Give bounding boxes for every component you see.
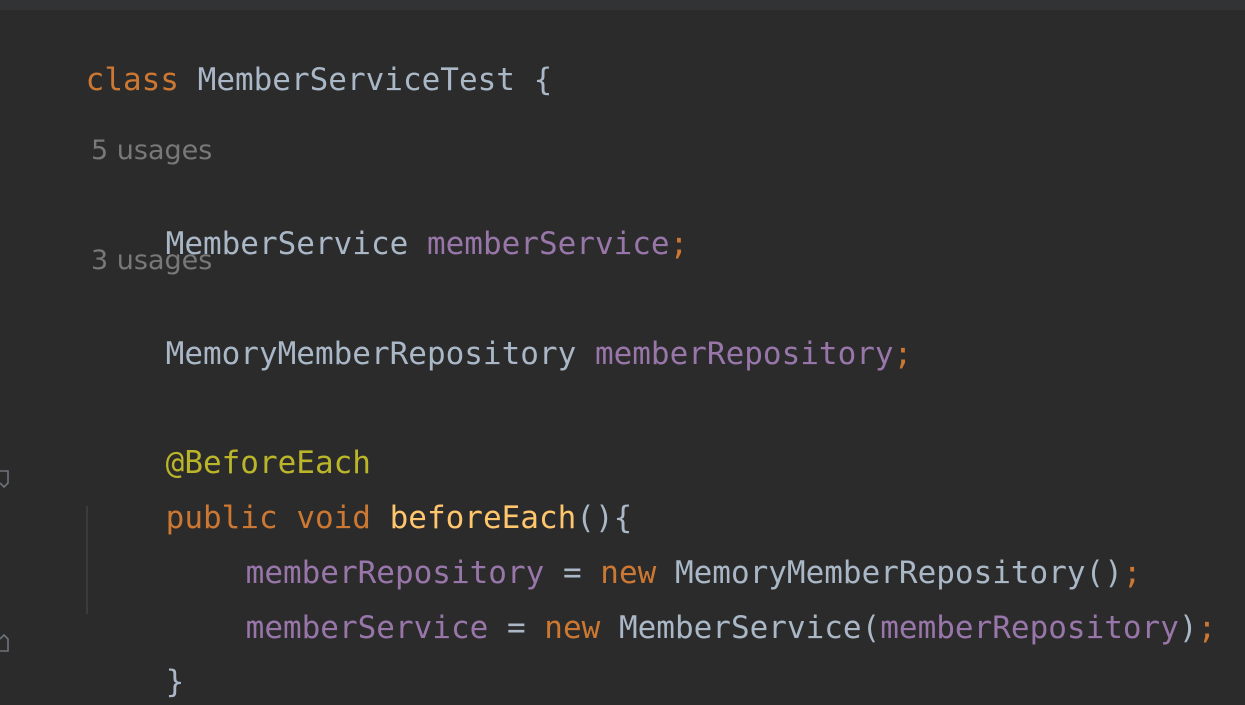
assign-operator: =	[544, 555, 601, 591]
method-parens-brace: (){	[576, 500, 633, 536]
indent-guide	[86, 506, 88, 614]
keyword-public: public	[165, 500, 278, 536]
method-name: beforeEach	[389, 500, 577, 536]
semicolon: ;	[1197, 610, 1217, 646]
open-brace: {	[533, 62, 553, 98]
close-paren: )	[1178, 610, 1198, 646]
assign-operator: =	[488, 610, 545, 646]
close-brace: }	[165, 664, 185, 700]
field-reference: memberService	[245, 610, 489, 646]
field-name: memberRepository	[594, 336, 894, 372]
constructor-call: MemoryMemberRepository()	[674, 555, 1123, 591]
code-line-member-repository-field[interactable]: MemoryMemberRepository memberRepository;	[91, 294, 913, 372]
code-line-member-service-field[interactable]: MemberService memberService;	[91, 184, 689, 262]
type-name: MemberService	[165, 226, 409, 262]
fold-end-gutter-icon[interactable]	[0, 632, 10, 654]
code-line-service-assignment[interactable]: memberService = new MemberService(member…	[171, 568, 1217, 646]
editor-top-strip	[0, 0, 1245, 10]
code-line-method-signature[interactable]: public void beforeEach(){	[91, 458, 633, 536]
keyword-new: new	[544, 610, 601, 646]
semicolon: ;	[1122, 555, 1142, 591]
type-name: MemoryMemberRepository	[165, 336, 577, 372]
keyword-new: new	[600, 555, 657, 591]
semicolon: ;	[669, 226, 689, 262]
annotation-before-each: @BeforeEach	[165, 445, 371, 481]
class-name: MemberServiceTest	[197, 62, 515, 98]
code-line-class-declaration[interactable]: class MemberServiceTest {	[11, 20, 553, 98]
constructor-argument: memberRepository	[880, 610, 1179, 646]
field-name: memberService	[426, 226, 670, 262]
method-override-gutter-icon[interactable]	[0, 468, 10, 490]
keyword-void: void	[296, 500, 371, 536]
keyword-class: class	[85, 62, 179, 98]
usages-hint[interactable]: 5 usages	[91, 135, 213, 166]
semicolon: ;	[893, 336, 913, 372]
field-reference: memberRepository	[245, 555, 545, 591]
code-line-annotation[interactable]: @BeforeEach	[91, 403, 371, 481]
code-line-close-brace[interactable]: }	[91, 622, 185, 700]
constructor-call: MemberService(	[618, 610, 881, 646]
usages-hint[interactable]: 3 usages	[91, 245, 213, 276]
code-line-repository-assignment[interactable]: memberRepository = new MemoryMemberRepos…	[171, 513, 1142, 591]
